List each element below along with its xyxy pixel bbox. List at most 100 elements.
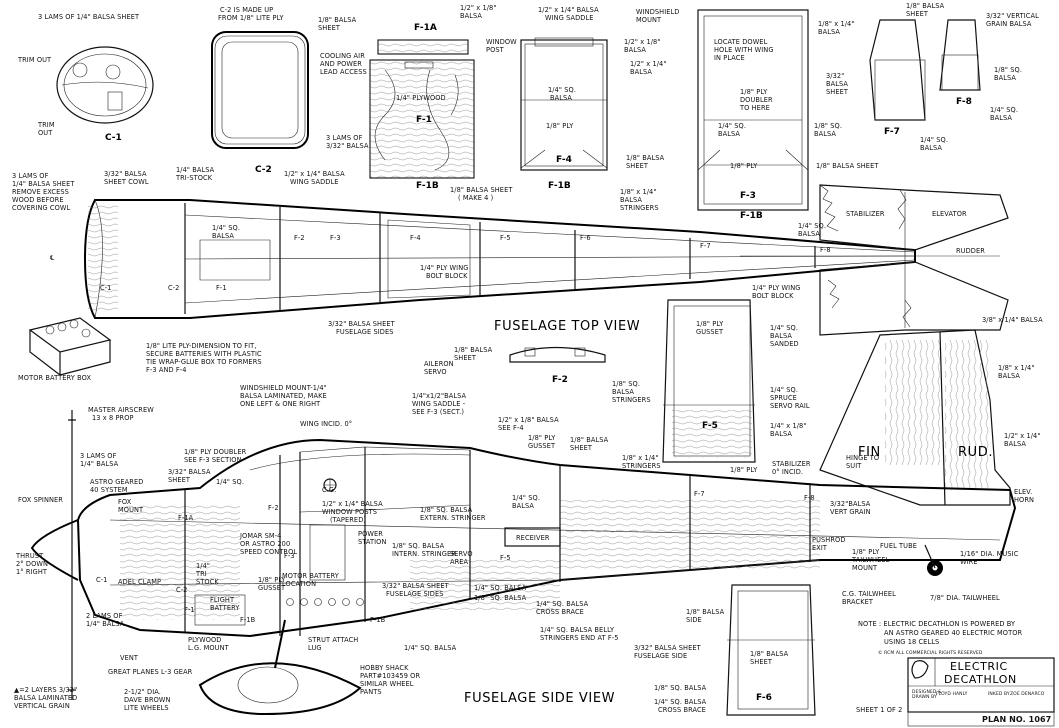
svg-text:1/4" SQ.BALSA: 1/4" SQ.BALSA	[798, 222, 826, 238]
fuselage-side-view	[76, 438, 1017, 638]
side-f3: F-3	[284, 552, 295, 560]
svg-text:1/8" x 1/4"BALSA: 1/8" x 1/4"BALSA	[818, 20, 854, 36]
svg-text:3 LAMS OF1/4" BALSA: 3 LAMS OF1/4" BALSA	[80, 452, 119, 468]
side-f5: F-5	[500, 554, 511, 562]
svg-text:1/2" x 1/8"BALSA: 1/2" x 1/8"BALSA	[624, 38, 660, 54]
svg-text:1/4" x 1/8"BALSA: 1/4" x 1/8"BALSA	[770, 422, 806, 438]
svg-text:1/4" SQ.BALSA: 1/4" SQ.BALSA	[548, 86, 576, 102]
label-f8: F-8	[956, 97, 972, 107]
note-gear: GREAT PLANES L-3 GEAR	[108, 668, 193, 676]
top-f4: F-4	[410, 234, 421, 242]
note-ply14: 1/4" PLYWOOD	[396, 94, 446, 102]
f3-part	[697, 9, 809, 211]
top-f7: F-7	[700, 242, 711, 250]
label-f7: F-7	[884, 127, 900, 137]
title-side-view: FUSELAGE SIDE VIEW	[464, 691, 615, 706]
side-c1: C-1	[96, 576, 107, 584]
top-f1: F-1	[216, 284, 227, 292]
svg-text:1/8" LITE PLY-DIMENSION TO FIT: 1/8" LITE PLY-DIMENSION TO FIT,SECURE BA…	[145, 342, 262, 374]
f2-part	[509, 346, 606, 363]
label-f4-f1b: F-1B	[548, 181, 571, 191]
svg-text:▲=2 LAYERS 3/32"BALSA LAMINATE: ▲=2 LAYERS 3/32"BALSA LAMINATEDVERTICAL …	[14, 686, 77, 710]
plane-name-1: ELECTRIC	[950, 660, 1008, 673]
label-f1a: F-1A	[414, 23, 437, 33]
svg-text:ELEV.HORN: ELEV.HORN	[1014, 488, 1034, 504]
label-f1: F-1	[416, 115, 432, 125]
battery-box	[28, 317, 112, 377]
note-fox-spinner: FOX SPINNER	[18, 496, 63, 504]
note-sq14: 1/4" SQ.	[216, 478, 244, 486]
svg-text:1/2" x 1/4"BALSA: 1/2" x 1/4"BALSA	[1004, 432, 1040, 448]
svg-text:1/8" x 1/4"BALSA: 1/8" x 1/4"BALSA	[998, 364, 1034, 380]
title-block	[907, 657, 1055, 727]
note-trim-out: TRIM OUT	[17, 56, 52, 64]
f1-part	[369, 39, 475, 179]
label-f1b: F-1B	[416, 181, 439, 191]
note-vent: VENT	[120, 654, 139, 662]
f4-part	[520, 37, 608, 171]
wheel-pant	[198, 619, 362, 716]
side-f2: F-2	[268, 504, 279, 512]
note-f6-d: 1/8" SQ. BALSA	[654, 684, 707, 692]
top-c1: C-1	[100, 284, 111, 292]
label-elevator: ELEVATOR	[932, 210, 967, 218]
note-f3-sheet: 1/8" BALSA SHEET	[816, 162, 879, 170]
spinner-prop	[30, 410, 79, 700]
note-c1-lams: 3 LAMS OF 1/4" BALSA SHEET	[38, 13, 140, 21]
note-f3-ply: 1/8" PLY	[730, 162, 758, 170]
label-c2: C-2	[255, 165, 272, 175]
label-stabilizer: STABILIZER	[846, 210, 885, 218]
svg-text:3 LAMS OF3/32" BALSA: 3 LAMS OF3/32" BALSA	[326, 134, 369, 150]
top-c2: C-2	[168, 284, 179, 292]
plane-name-2: DECATHLON	[944, 673, 1017, 686]
svg-text:1/8" SQ.BALSA: 1/8" SQ.BALSA	[814, 122, 842, 138]
side-f1b: F-1B	[240, 616, 256, 624]
designer: FLOYD HANLY	[936, 691, 968, 697]
f6-part	[726, 584, 816, 716]
svg-text:1/4" SQ.BALSA: 1/4" SQ.BALSA	[990, 106, 1018, 122]
note-wing-incid: WING INCID. 0°	[300, 420, 352, 428]
label-f3: F-3	[740, 191, 756, 201]
svg-text:DESIGNED &DRAWN BY: DESIGNED &DRAWN BY	[912, 689, 942, 700]
label-fin: FIN	[858, 445, 881, 460]
note-sq14b: 1/4" SQ. BALSA	[474, 584, 527, 592]
note-f4-ply: 1/8" PLY	[546, 122, 574, 130]
side-f8: F-8	[804, 494, 815, 502]
svg-text:NOTE : ELECTRIC DECATHLON IS P: NOTE : ELECTRIC DECATHLON IS POWERED BYA…	[858, 620, 1022, 646]
